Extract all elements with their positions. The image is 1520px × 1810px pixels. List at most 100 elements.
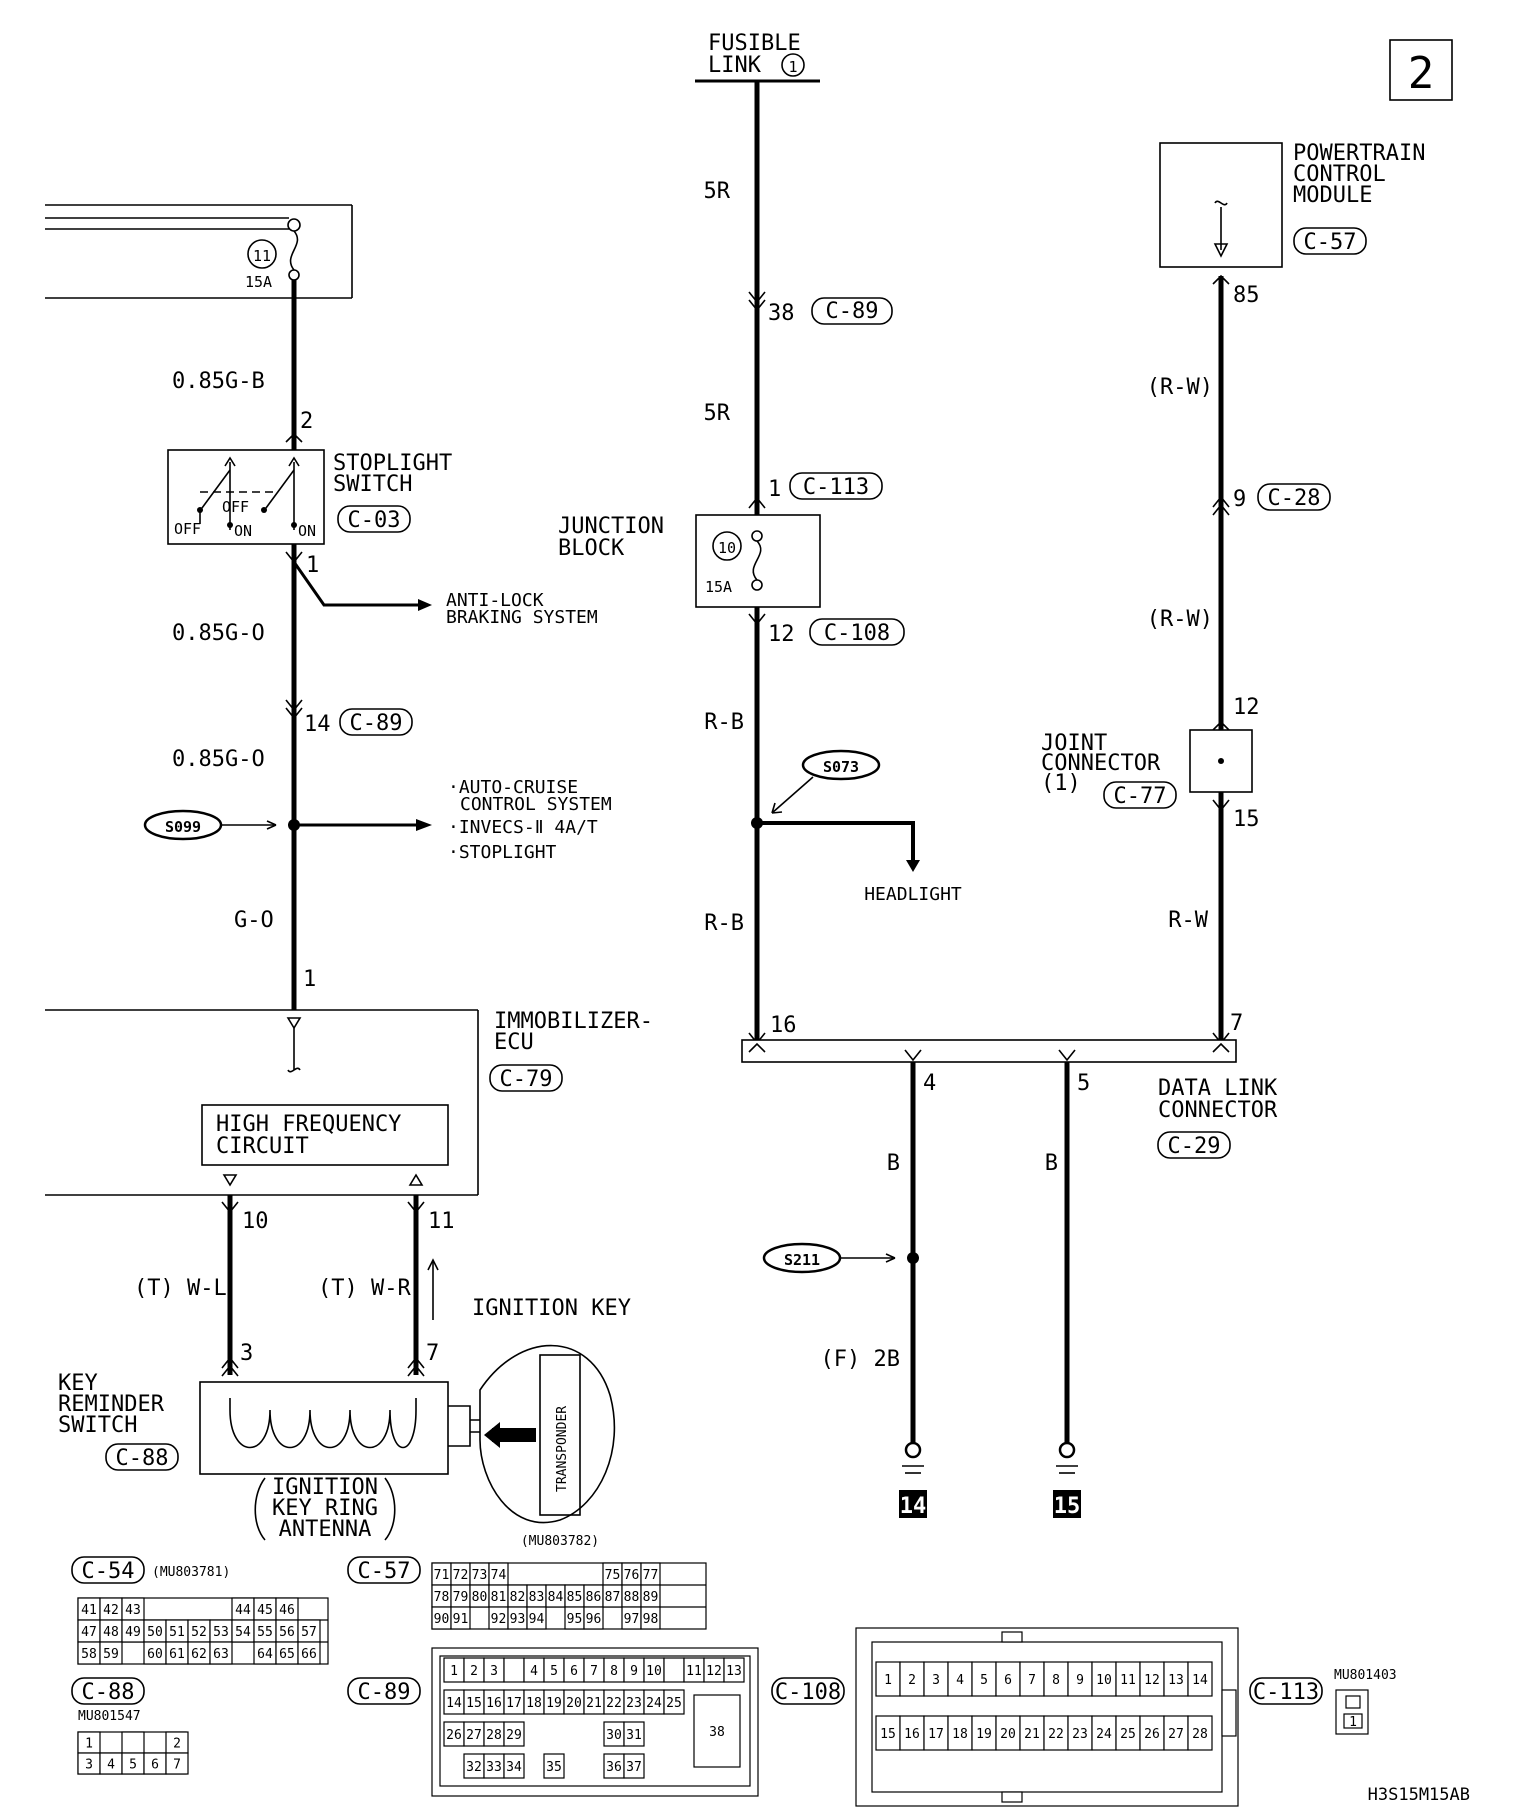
svg-text:·AUTO-CRUISE: ·AUTO-CRUISE — [448, 777, 578, 798]
svg-text:8: 8 — [1052, 1673, 1060, 1688]
svg-text:18: 18 — [526, 1696, 542, 1711]
svg-text:IMMOBILIZER-: IMMOBILIZER- — [494, 1009, 653, 1034]
svg-text:SWITCH: SWITCH — [333, 472, 412, 497]
svg-text:81: 81 — [491, 1590, 507, 1605]
svg-text:96: 96 — [586, 1612, 602, 1627]
svg-text:12: 12 — [1144, 1673, 1160, 1688]
svg-text:6: 6 — [151, 1758, 159, 1773]
svg-text:1: 1 — [85, 1737, 93, 1752]
joint-connector: JOINT CONNECTOR (1) C-77 — [1041, 729, 1253, 809]
svg-text:C-88: C-88 — [82, 1680, 135, 1705]
svg-text:R-B: R-B — [704, 710, 744, 735]
svg-text:64: 64 — [257, 1647, 273, 1662]
connector-view-c113: C-113 MU801403 1 — [1249, 1668, 1397, 1735]
svg-text:57: 57 — [301, 1625, 317, 1640]
svg-text:POWERTRAIN: POWERTRAIN — [1293, 141, 1425, 166]
svg-text:43: 43 — [125, 1603, 141, 1618]
svg-text:15: 15 — [1054, 1494, 1081, 1519]
svg-text:7: 7 — [426, 1341, 439, 1366]
svg-text:32: 32 — [466, 1760, 482, 1775]
fuse-box-11: 11 15A — [45, 204, 353, 299]
svg-text:R-B: R-B — [704, 911, 744, 936]
svg-text:5: 5 — [980, 1673, 988, 1688]
wire-label-5r-b: 5R — [704, 401, 731, 426]
svg-text:46: 46 — [279, 1603, 295, 1618]
svg-text:20: 20 — [566, 1696, 582, 1711]
key-reminder-switch: KEY REMINDER SWITCH C-88 IGNITION KEY RI… — [58, 1371, 449, 1542]
data-link-connector: DATA LINK CONNECTOR C-29 — [741, 1039, 1278, 1159]
svg-text:23: 23 — [626, 1696, 642, 1711]
svg-text:C-54: C-54 — [82, 1559, 135, 1584]
svg-text:KEY: KEY — [58, 1371, 98, 1396]
svg-text:KEY RING: KEY RING — [272, 1496, 378, 1521]
svg-text:31: 31 — [626, 1728, 642, 1743]
wire-label-5r-a: 5R — [704, 179, 731, 204]
immobilizer-ecu: IMMOBILIZER- ECU C-79 HIGH FREQUENCY CIR… — [45, 1009, 653, 1196]
svg-text:HEADLIGHT: HEADLIGHT — [864, 884, 962, 905]
svg-text:28: 28 — [1192, 1727, 1208, 1742]
svg-text:65: 65 — [279, 1647, 295, 1662]
svg-text:29: 29 — [506, 1728, 522, 1743]
svg-text:75: 75 — [605, 1568, 621, 1583]
wire-joint-to-dlc: 15 R-W 7 — [1168, 792, 1260, 1045]
svg-text:IGNITION: IGNITION — [272, 1475, 378, 1500]
splice-s073: S073 HEADLIGHT — [757, 749, 962, 905]
svg-text:2: 2 — [300, 409, 313, 434]
svg-text:63: 63 — [213, 1647, 229, 1662]
svg-text:14: 14 — [304, 712, 331, 737]
svg-text:C-28: C-28 — [1268, 486, 1321, 511]
stoplight-switch: OFF OFF ON ON STOPLIGHT SWITCH C-03 — [167, 449, 452, 545]
svg-text:S211: S211 — [784, 1251, 820, 1269]
svg-text:83: 83 — [529, 1590, 545, 1605]
svg-text:C-89: C-89 — [358, 1680, 411, 1705]
svg-text:C-113: C-113 — [803, 475, 869, 500]
svg-text:S099: S099 — [165, 818, 201, 836]
svg-text:CONNECTOR: CONNECTOR — [1041, 751, 1161, 776]
svg-text:7: 7 — [173, 1758, 181, 1773]
svg-text:STOPLIGHT: STOPLIGHT — [333, 451, 452, 476]
svg-text:B: B — [1045, 1151, 1058, 1176]
svg-text:6: 6 — [1004, 1673, 1012, 1688]
svg-text:5: 5 — [1077, 1071, 1090, 1096]
svg-text:73: 73 — [472, 1568, 488, 1583]
svg-text:BLOCK: BLOCK — [558, 536, 625, 561]
svg-text:ECU: ECU — [494, 1030, 534, 1055]
svg-text:49: 49 — [125, 1625, 141, 1640]
svg-text:C-89: C-89 — [826, 299, 879, 324]
svg-text:22: 22 — [1048, 1727, 1064, 1742]
svg-text:1: 1 — [306, 553, 319, 578]
svg-text:15: 15 — [1233, 807, 1260, 832]
svg-text:85: 85 — [1233, 283, 1260, 308]
svg-text:9: 9 — [1076, 1673, 1084, 1688]
svg-text:23: 23 — [1072, 1727, 1088, 1742]
svg-text:38: 38 — [768, 301, 795, 326]
svg-text:LINK: LINK — [708, 53, 762, 78]
svg-text:15: 15 — [880, 1727, 896, 1742]
svg-text:54: 54 — [235, 1625, 251, 1640]
svg-text:66: 66 — [301, 1647, 317, 1662]
svg-text:16: 16 — [904, 1727, 920, 1742]
svg-text:(R-W): (R-W) — [1147, 375, 1213, 400]
svg-text:79: 79 — [453, 1590, 469, 1605]
svg-text:C-113: C-113 — [1253, 1680, 1319, 1705]
svg-text:52: 52 — [191, 1625, 207, 1640]
svg-text:C-29: C-29 — [1168, 1134, 1221, 1159]
svg-text:58: 58 — [81, 1647, 97, 1662]
svg-text:84: 84 — [548, 1590, 564, 1605]
svg-text:55: 55 — [257, 1625, 273, 1640]
svg-text:21: 21 — [586, 1696, 602, 1711]
svg-text:45: 45 — [257, 1603, 273, 1618]
svg-text:48: 48 — [103, 1625, 119, 1640]
svg-text:7: 7 — [1028, 1673, 1036, 1688]
svg-text:C-108: C-108 — [824, 621, 890, 646]
wire-fuse-to-stoplight: 0.85G-B 2 — [172, 280, 313, 450]
svg-text:1: 1 — [768, 477, 781, 502]
svg-text:78: 78 — [434, 1590, 450, 1605]
svg-text:15A: 15A — [705, 578, 732, 596]
svg-text:MU801403: MU801403 — [1334, 1668, 1397, 1683]
svg-text:(1): (1) — [1041, 771, 1081, 796]
svg-text:50: 50 — [147, 1625, 163, 1640]
svg-text:17: 17 — [506, 1696, 522, 1711]
